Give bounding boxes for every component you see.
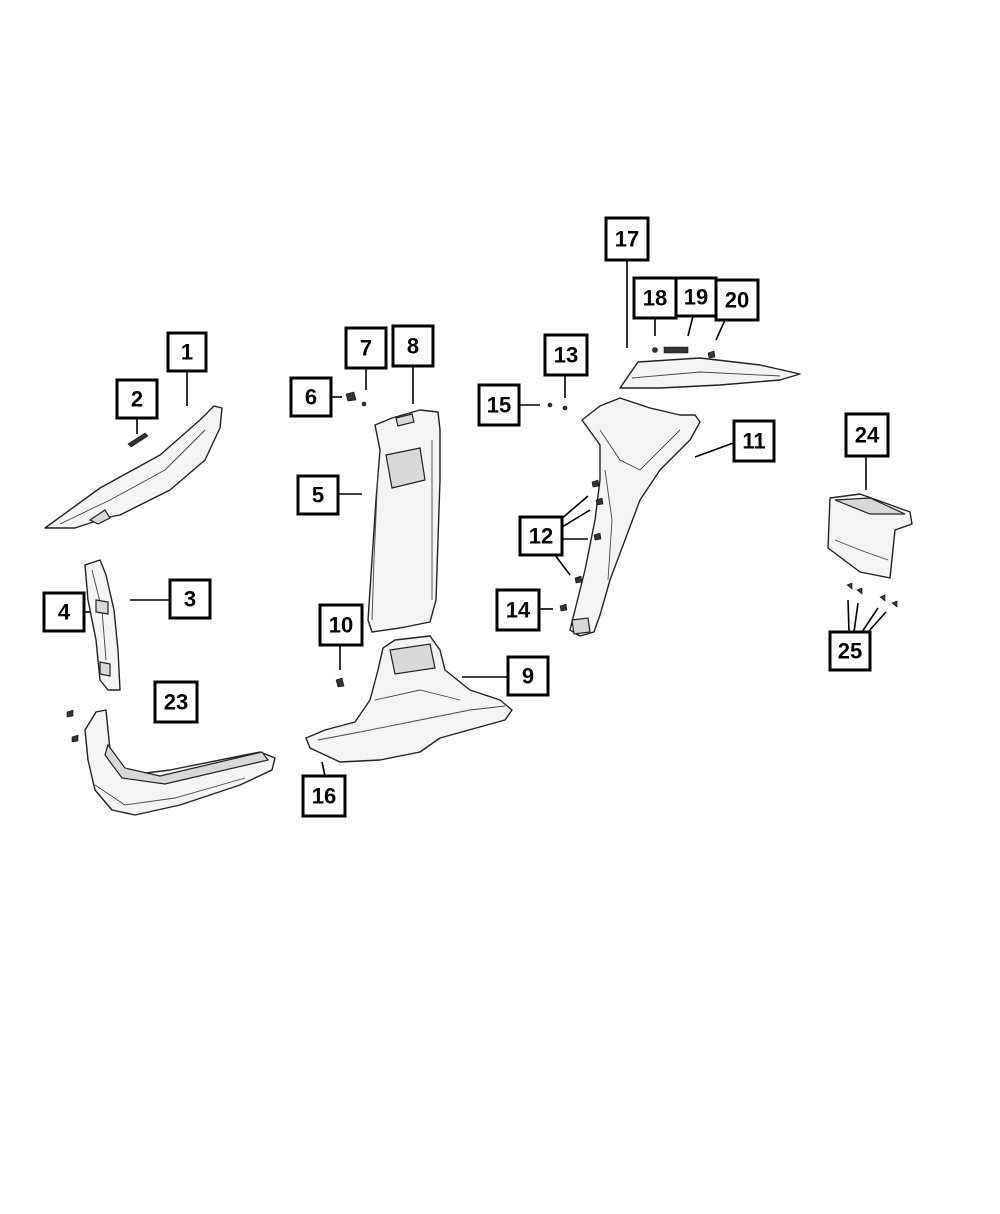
part-clip-18: [652, 347, 658, 353]
part-clips-12: [574, 479, 604, 584]
callout-3: 3: [168, 578, 212, 620]
callout-5: 5: [296, 474, 340, 516]
part-upper-quarter-trim: [619, 357, 801, 389]
callout-20: 20: [714, 278, 760, 322]
callout-label: 2: [131, 387, 143, 412]
part-rear-trim-panel: [827, 493, 913, 579]
callout-label: 13: [554, 343, 578, 368]
part-clips-25: [846, 582, 898, 608]
callout-label: 14: [506, 598, 531, 623]
callout-16: 16: [301, 774, 347, 818]
callout-label: 6: [305, 385, 317, 410]
callout-14: 14: [495, 588, 541, 632]
callout-11: 11: [732, 419, 776, 463]
callout-24: 24: [844, 412, 890, 458]
callout-label: 19: [684, 285, 708, 310]
part-clip-6: [345, 391, 357, 402]
callout-label: 16: [312, 784, 336, 809]
callout-17: 17: [604, 216, 650, 262]
callout-label: 4: [58, 600, 71, 625]
callout-label: 12: [529, 524, 553, 549]
callout-23: 23: [153, 680, 199, 724]
part-clip-14: [559, 603, 568, 612]
part-clip-15: [547, 402, 553, 408]
callout-7: 7: [344, 326, 388, 370]
part-b-pillar-upper-trim: [367, 409, 441, 633]
callout-15: 15: [477, 383, 521, 427]
callout-label: 25: [838, 639, 862, 664]
part-sill-plate: [66, 709, 276, 816]
callout-label: 7: [360, 336, 372, 361]
callout-label: 9: [522, 664, 534, 689]
callout-label: 11: [742, 429, 765, 454]
callout-label: 8: [407, 334, 419, 359]
part-clip-2: [127, 432, 149, 448]
callout-label: 17: [615, 227, 639, 252]
callout-label: 24: [855, 423, 880, 448]
part-b-pillar-lower-trim: [305, 635, 513, 763]
part-clip-7: [361, 401, 367, 407]
callout-label: 1: [181, 340, 193, 365]
callout-label: 23: [164, 690, 188, 715]
callout-4: 4: [42, 591, 86, 633]
callout-18: 18: [632, 276, 678, 320]
callout-label: 15: [487, 393, 511, 418]
callout-label: 18: [643, 286, 667, 311]
callout-19: 19: [674, 276, 718, 318]
callout-8: 8: [391, 324, 435, 368]
callout-13: 13: [543, 333, 589, 377]
leader-lines: [82, 260, 887, 777]
part-clip-13: [562, 405, 568, 411]
callout-label: 5: [312, 483, 324, 508]
part-fastener-19: [663, 346, 689, 354]
callout-6: 6: [289, 376, 333, 418]
part-clip-20: [707, 350, 716, 359]
callout-25: 25: [828, 630, 872, 672]
callout-label: 20: [725, 288, 749, 313]
part-clip-10: [335, 677, 345, 688]
part-quarter-trim-panel: [569, 397, 701, 637]
callout-10: 10: [318, 603, 364, 647]
part-lower-a-pillar-trim: [84, 559, 121, 691]
part-a-pillar-trim: [44, 405, 223, 529]
callout-2: 2: [115, 378, 159, 420]
callout-1: 1: [166, 331, 208, 373]
callout-label: 10: [329, 613, 353, 638]
callout-9: 9: [506, 655, 550, 697]
callout-label: 3: [184, 587, 196, 612]
callout-12: 12: [518, 515, 564, 557]
